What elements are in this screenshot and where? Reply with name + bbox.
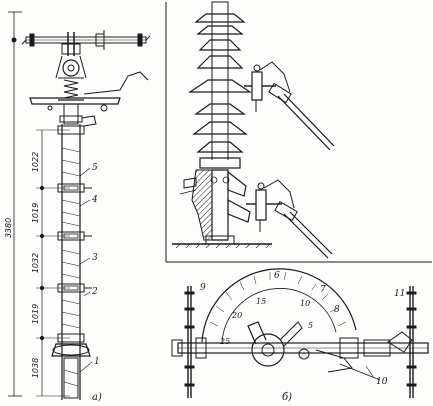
- panel-a: 3380 1022 1019 1032 1019 1038: [4, 11, 151, 403]
- lead-wire: [83, 71, 149, 95]
- callout-4: 4: [91, 195, 98, 205]
- callout-11: 11: [394, 289, 405, 299]
- measuring-bar: [171, 331, 429, 381]
- segment-dimension-5: 1038: [31, 358, 40, 378]
- panel-a-label: a): [92, 392, 102, 403]
- segment-dimension-3: 1032: [31, 253, 40, 273]
- callout-3: 3: [92, 253, 98, 263]
- callout-10-leader: [365, 365, 375, 379]
- dial-number-5: 5: [308, 321, 313, 330]
- dial-number-7: 7: [320, 285, 326, 295]
- dial: [201, 268, 357, 343]
- upper-clamp-device: [244, 61, 335, 151]
- left-electrode-rod: [184, 286, 195, 398]
- dial-number-15: 15: [256, 297, 266, 306]
- segment-dimension-1: 1022: [31, 152, 40, 172]
- panel-b: 6 7 8 10 15 20 5 25: [171, 268, 429, 403]
- column-body: [51, 124, 92, 400]
- callout-9: 9: [200, 283, 206, 293]
- bushing-illustration: [172, 1, 335, 259]
- neck: [59, 103, 97, 127]
- dial-number-6: 6: [274, 271, 280, 281]
- segment-dimension-line: [36, 129, 70, 397]
- segment-dimension-4: 1019: [31, 304, 40, 324]
- callout-leaders-a: [79, 167, 93, 373]
- callout-5: 5: [92, 163, 98, 173]
- clamp-head: [55, 32, 87, 79]
- callout-10: 10: [376, 377, 388, 387]
- right-electrode-rod: [406, 286, 417, 398]
- dial-number-25: 25: [219, 337, 230, 346]
- panel-borders: [165, 2, 432, 263]
- overall-dimension-line: [8, 11, 22, 397]
- callout-1: 1: [94, 357, 100, 367]
- dial-number-10: 10: [300, 299, 310, 308]
- spring: [58, 77, 84, 101]
- segment-dimension-2: 1019: [31, 203, 40, 223]
- dial-number-20: 20: [231, 311, 242, 320]
- top-crossbar: [21, 30, 151, 50]
- overall-dimension-label: 3380: [4, 218, 13, 238]
- dial-hub: [247, 321, 310, 367]
- panel-b-label: б): [282, 392, 292, 403]
- callout-2: 2: [91, 287, 98, 297]
- dial-number-8: 8: [334, 305, 340, 315]
- lower-clamp-device: [246, 179, 333, 259]
